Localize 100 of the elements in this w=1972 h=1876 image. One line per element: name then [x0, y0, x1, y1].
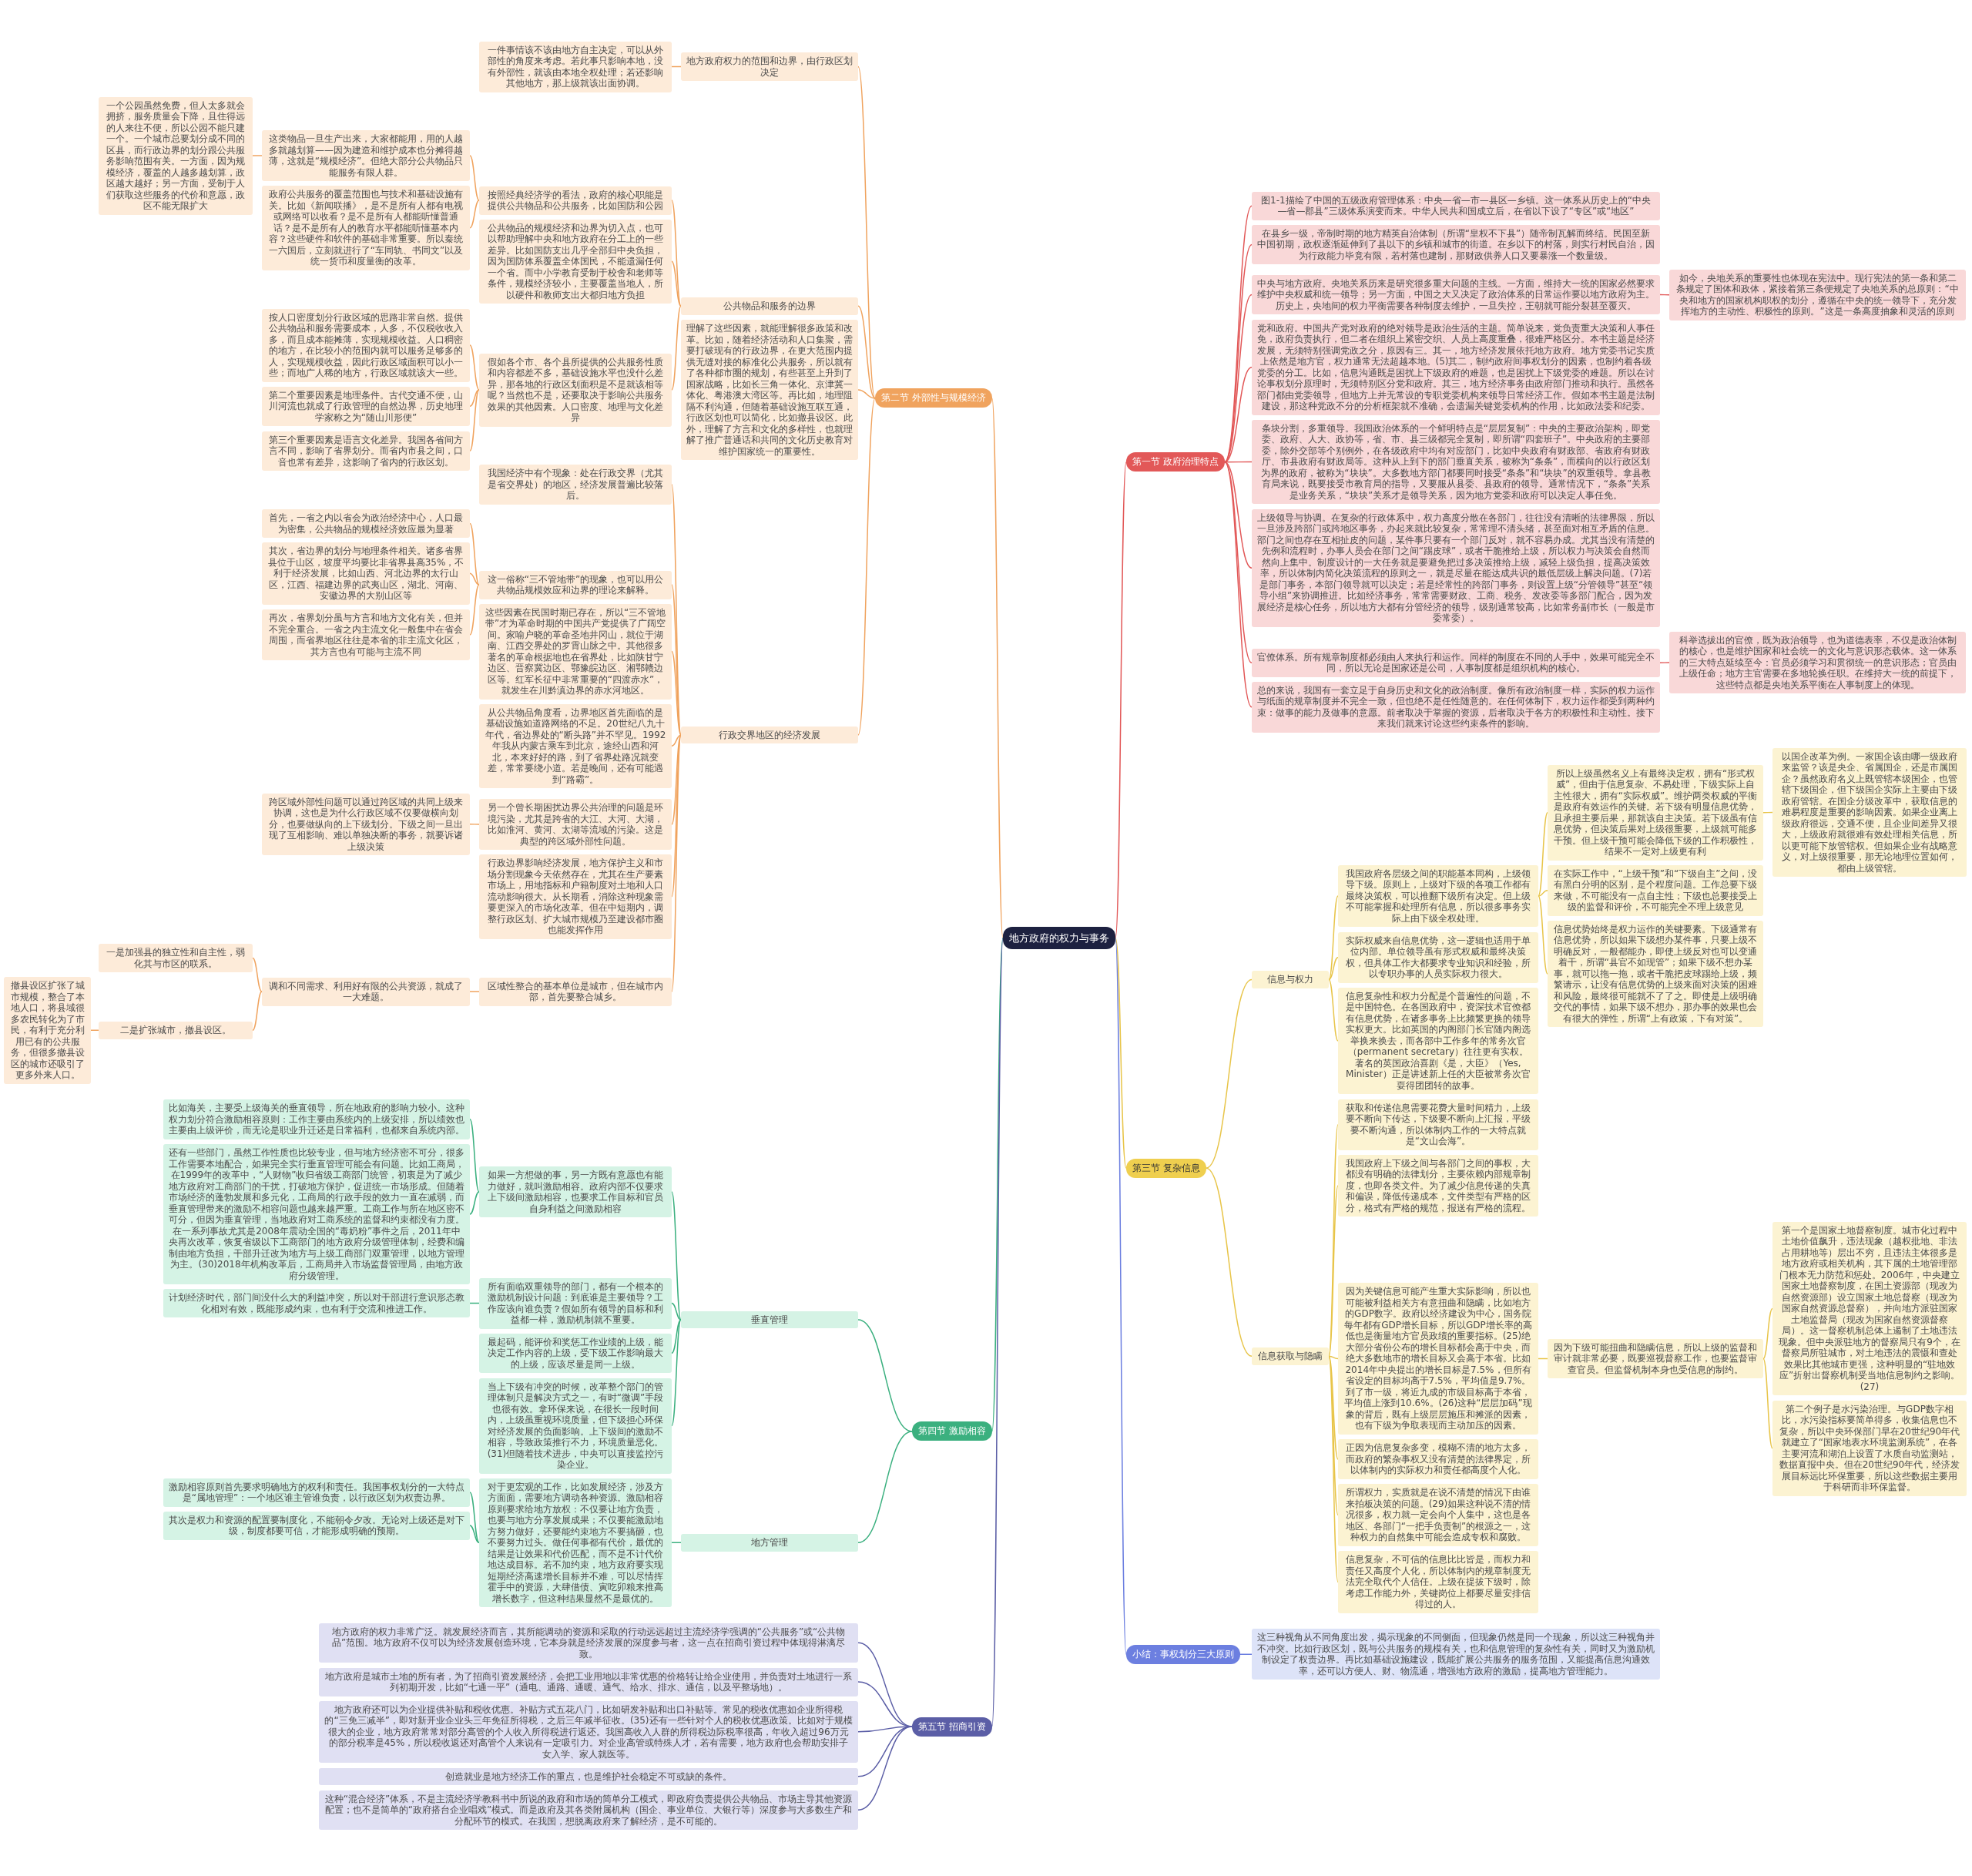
- note-box: 我国经济中有个现象：处在行政交界（尤其是省交界处）的地区，经济发展普遍比较落后。: [479, 465, 672, 505]
- note-box: 第三个重要因素是语言文化差异。我国各省间方言不同，影响了省界划分。而省内市县之间，口音也常有差异，这影响了省内的行政区划。: [262, 431, 470, 471]
- note-box: 从公共物品角度看，边界地区首先面临的是基础设施如道路网络的不足。20世纪八九十年代，省边界处的“断头路”并不罕见。1992年我从内蒙古乘车到北京，途经山西和河北，本来好好的路，到了省界处路况就变差，常常要绕小道。若是晚间，还有可能遇到“路霸”。: [479, 703, 672, 788]
- connector-line: [252, 991, 263, 1031]
- connector-line: [469, 522, 480, 586]
- note-box: 按人口密度划分行政区域的思路非常自然。提供公共物品和服务需要成本，人多，不仅税收收入多，而且成本能摊薄，实现规模收益。人口稠密的地方，在比较小的范围内就可以服务足够多的人，实现规模收益，因此行政区域面积可以小一些；而地广人稀的地方，行政区域就该大一些。: [262, 308, 470, 382]
- note-box: 在实际工作中，“上级干预”和“下级自主”之间，没有黑白分明的区别，是个程度问题。工作总要下级来做，不可能没有一点自主性；下级也总要接受上级的监督和评价，不可能完全不理上级意见: [1548, 864, 1763, 916]
- note-box: 正因为信息复杂多变，模糊不清的地方太多，而政府的繁杂事权又没有清楚的法律界定，所以体制内的实际权力和责任都高度个人化。: [1338, 1439, 1538, 1479]
- connector-line: [1762, 811, 1773, 814]
- note-box: 一是加强县的独立性和自主性，弱化其与市区的联系。: [99, 944, 253, 972]
- connector-line: [1538, 812, 1548, 897]
- note-box: 所有面临双重领导的部门，都有一个根本的激励机制设计问题：到底谁是主要领导？工作应该向谁负责？假如所有领导的目标和利益都一样，激励机制就不重要。: [479, 1277, 672, 1329]
- note-box: 当上下级有冲突的时候，改革整个部门的管理体制只是解决方式之一，有时“微调”手段也很有效。拿环保来说，在很长一段时间内，上级虽重视环境质量，但下级担心环保对经济发展的负面影响。上下级间的激励不相容，导致政策推行不力，环境质量恶化。(31)但随着技术进步，中央可以直接监控污染企业。: [479, 1378, 672, 1474]
- note-box: 获取和传递信息需要花费大量时间精力，上级要不断向下传达，下级要不断向上汇报，平级要不断沟通，所以体制内工作的一大特点就是“文山会海”。: [1338, 1099, 1538, 1150]
- connector-line: [671, 734, 682, 992]
- note-box: 信息优势始终是权力运作的关键要素。下级通常有信息优势，所以如果下级想办某件事，只要上级不明确反对，一般都能办，即使上级反对也可以变通着干，所谓“县官不如现管”；如果下级不想办某事，就可以拖一拖，或者干脆把皮球踢给上级，频繁请示，让没有信息优势的上级来面对决策的困难和风险，最终很可能就不了了之。即使是上级明确交代的事情，如果下级不想办，那办事的效果也会有很大的弹性，所谓“上有政策，下有对策”。: [1548, 920, 1763, 1028]
- connector-line: [857, 389, 876, 399]
- note-box: 在县乡一级，帝制时期的地方精英自治体制（所谓“皇权不下县”）随帝制瓦解而终结。民国至新中国初期，政权逐渐延伸到了县以下的乡镇和城市的街道。在乡以下的村落，则实行村民自治，因为行政能力毕竟有限，若村落也建制，那财政供养人口又要暴涨一个数量级。: [1252, 224, 1660, 265]
- connector-line: [671, 1191, 682, 1321]
- connector-line: [1538, 895, 1548, 975]
- subtopic-box: 公共物品和服务的边界: [681, 297, 858, 315]
- connector-line: [1206, 1167, 1253, 1357]
- subtopic-box: 地方政府权力的范围和边界，由行政区划决定: [681, 52, 858, 81]
- note-box: 第二个重要因素是地理条件。古代交通不便，山川河流也就成了行政管理的自然边界，历史地理学家称之为“随山川形便”: [262, 386, 470, 426]
- connector-line: [469, 1492, 480, 1543]
- note-box: 计划经济时代，部门间没什么大的利益冲突，所以对干部进行意识形态教化相对有效，既能形成约束，也有利于交流和推进工作。: [163, 1289, 470, 1317]
- subtopic-box: 行政交界地区的经济发展: [681, 726, 858, 744]
- connector-line: [469, 1302, 480, 1304]
- connector-line: [1659, 662, 1670, 663]
- note-box: 公共物品的规模经济和边界为切入点，也可以帮助理解中央和地方政府在分工上的一些差异。比如国防支出几乎全部归中央负担，因为国防体系覆盖全体国民，不能遗漏任何一个省。而中小学教育受制于校舍和老师等条件，规模经济较小，主要覆盖当地人，所以硬件和教师支出大都归地方负担: [479, 219, 672, 304]
- connector-line: [1328, 1185, 1339, 1357]
- note-box: 理解了这些因素，就能理解很多政策和改革。比如，随着经济活动和人口集聚，需要打破现有的行政边界，在更大范围内提供无缝对接的标准化公共服务，所以就有了各种都市圈的规划，有些甚至上升到了国家战略，比如长三角一体化、京津冀一体化、粤港澳大湾区等。再比如，地理阻隔不利沟通，但随着基础设施互联互通，行政区划也可以简化，比如撤县设区。此外，理解了方言和文化的多样性，也就理解了推广普通话和共同的文化历史教育对维护国家统一的重要性。: [681, 320, 858, 460]
- connector-line: [1762, 1357, 1773, 1449]
- connector-line: [1115, 461, 1127, 939]
- branch-topic: 第二节 外部性与规模经济: [875, 388, 992, 408]
- note-box: 另一个曾长期困扰边界公共治理的问题是环境污染，尤其是跨省的大江、大河、大湖，比如淮河、黄河、太湖等流域的污染。这是典型的跨区域外部性问题。: [479, 799, 672, 850]
- connector-line: [1224, 294, 1253, 463]
- note-box: 其次是权力和资源的配置要制度化，不能朝令夕改。无论对上级还是对下级，制度都要可信，才能形成明确的预期。: [163, 1511, 470, 1540]
- note-box: 再次，省界划分虽与方言和地方文化有关，但并不完全重合。一省之内主流文化一般集中在省会周围，而省界地区往往是本省的非主流文化区，其方言也有可能与主流不同: [262, 609, 470, 660]
- connector-line: [1115, 937, 1127, 1169]
- connector-line: [671, 734, 682, 747]
- connector-line: [1328, 1355, 1339, 1583]
- connector-line: [1224, 461, 1253, 708]
- connector-line: [671, 584, 682, 736]
- note-box: 我国政府上下级之间与各部门之间的事权，大都没有明确的法律划分，主要依赖内部规章制度，也即各类文件。为了减少信息传递的失真和偏误，降低传递成本，文件类型有严格的区分，格式有严格的规范，报送有严格的流程。: [1338, 1154, 1538, 1217]
- note-box: 比如海关，主要受上级海关的垂直领导，所在地政府的影响力较小。这种权力划分符合激励相容原则：工作主要由系统内的上级安排，所以绩效也主要由上级评价，而无论是职业升迁还是日常福利，也都来自系统内部。: [163, 1099, 470, 1139]
- subtopic-box: 信息与权力: [1252, 971, 1329, 988]
- note-box: 地方政府还可以为企业提供补贴和税收优惠。补贴方式五花八门，比如研发补贴和出口补贴等。常见的税收优惠如企业所得税的“三免三减半”，即对新开业企业头三年免征所得税，之后三年减半征收。(35)还有一些针对个人的税收优惠政策。比如对于规模很大的企业，地方政府常常对部分高管的个人收入所得税进行返还。我国高收入人群的所得税边际税率很高，年收入超过96万元的部分税率是45%，所以税收返还对高管个人来说有一定吸引力。对企业高管或特殊人才，若有需要，地方政府也会帮助安排子女入学、家人就医等。: [319, 1700, 858, 1763]
- note-box: 这三种视角从不同角度出发，揭示现象的不同侧面，但现象仍然是同一个现象，所以这三种视角并不冲突。比如行政区划，既与公共服务的规模有关，也和信息管理的复杂性有关，同时又为激励机制设定了权责边界。再比如基础设施建设，既能扩展公共服务的服务范围，又能提高信息沟通效率，还可以方便人、财、物流通，增强地方政府的激励，提高地方管理能力。: [1252, 1629, 1660, 1680]
- note-box: 首先，一省之内以省会为政治经济中心，人口最为密集，公共物品的规模经济效应最为显著: [262, 509, 470, 538]
- connector-line: [671, 734, 682, 898]
- connector-line: [469, 1119, 480, 1193]
- note-box: 跨区域外部性问题可以通过跨区域的共同上级来协调，这也是为什么行政区域不仅要做横向划分，也要做纵向的上下级划分。下级之间一旦出现了互相影响、难以单独决断的事务，就要诉诸上级决策: [262, 793, 470, 855]
- note-box: 假如各个市、各个县所提供的公共服务性质和内容都差不多，基础设施水平也没什么差异，那各地的行政区划面积是不是就该相等呢？当然也不是，还要取决于影响公共服务效果的其他因素。人口密度、地理与文化差异: [479, 353, 672, 427]
- note-box: 调和不同需求、利用好有限的公共资源，就成了一大难题。: [262, 977, 470, 1006]
- connector-line: [671, 65, 682, 68]
- note-box: 这种“混合经济”体系，不是主流经济学教科书中所说的政府和市场的简单分工模式，即政府负责提供公共物品、市场主导其他资源配置；也不是简单的“政府搭台企业唱戏”模式。而是政府及其各类附属机构（国企、事业单位、大银行等）深度参与大多数生产和分配环节的模式。在我国，想脱离政府来了解经济，是不可能的。: [319, 1790, 858, 1830]
- note-box: 上级领导与协调。在复杂的行政体系中，权力高度分散在各部门，往往没有清晰的法律界限，所以一旦涉及跨部门或跨地区事务，办起来就比较复杂，常常理不清头绪，甚至面对相互矛盾的信息。部门之间也存在互相扯皮的问题，某件事只要有一个部门反对，就不容易办成。尤其当没有清楚的先例和流程时，办事人员会在部门之间“踢皮球”，或者干脆推给上级，所以权力与决策会自然而然向上集中。制度设计的一大任务就是要避免把过多决策推给上级，减轻上级负担，提高决策效率，所以体制内简化决策流程的原则之一，就是尽量在能达成共识的最低层级上解决问题。(7)若是部门事务，本部门领导就可以决定；若是经常性的跨部门事务，则设置上级“分管领导”甚至“领导小组”来协调推进。比如经济事务，常常需要财政、工商、税务、发改委等多部门配合，因为发展经济是核心任务，所以地方大都有分管经济的领导，级别通常较高，比如常务副市长（一般是市委常委）。: [1252, 508, 1660, 627]
- note-box: 激励相容原则首先要求明确地方的权利和责任。我国事权划分的一大特点是“属地管理”：一个地区谁主管谁负责，以行政区划为权责边界。: [163, 1478, 470, 1507]
- note-box: 所以上级虽然名义上有最终决定权，拥有“形式权威”，但由于信息复杂、不易处理，下级实际上自主性很大，拥有“实际权威”。维护两类权威的平衡是政府有效运作的关键。若下级有明显信息优势，且承担主要后果，那就该自主决策。若下级虽有信息优势，但决策后果对上级很重要，上级就可能多干预。但上级干预可能会降低下级的工作积极性，结果不一定对上级更有利: [1548, 764, 1763, 861]
- connector-line: [1538, 1357, 1548, 1360]
- subtopic-box: 地方管理: [681, 1534, 858, 1552]
- note-box: 按照经典经济学的看法，政府的核心职能是提供公共物品和公共服务，比如国防和公园: [479, 186, 672, 215]
- branch-topic: 小结：事权划分三大原则: [1126, 1644, 1240, 1664]
- connector-line: [469, 991, 480, 992]
- note-box: 这一俗称“三不管地带”的现象，也可以用公共物品规模效应和边界的理论来解释。: [479, 570, 672, 599]
- note-box: 中央与地方政府。央地关系历来是研究很多重大问题的主线。一方面，维持大一统的国家必然要求维护中央权威和统一领导；另一方面，中国之大又决定了政治体系的日常运作要以地方政府为主。历史上，央地间的权力平衡需要各种制度去维护，一旦失控，王朝就可能分裂甚至覆灭。: [1252, 274, 1660, 315]
- note-box: 如果一方想做的事，另一方既有意愿也有能力做好，就叫激励相容。政府内部不仅要求上下级间激励相容，也要求工作目标和官员自身利益之间激励相容: [479, 1166, 672, 1217]
- connector-line: [469, 389, 480, 407]
- connector-line: [671, 1302, 682, 1321]
- note-box: 撤县设区扩张了城市规模，整合了本地人口，将县域很多农民转化为了市民，有利于充分利用已有的公共服务，但很多撤县设区的城市还吸引了更多外来人口。: [4, 977, 91, 1084]
- note-box: 政府公共服务的覆盖范围也与技术和基础设施有关。比如《新闻联播》，是不是所有人都有电视或网络可以收看？是不是所有人都能听懂普通话？是不是所有人的教育水平都能听懂基本内容？这些硬件和软件的基础非常重要。所以秦统一六国后，立刻就进行了“车同轨、书同文”以及统一货币和度量衡的改革。: [262, 186, 470, 270]
- note-box: 如今，央地关系的重要性也体现在宪法中。现行宪法的第一条和第二条规定了国体和政体，紧接着第三条便规定了央地关系的总原则：“中央和地方的国家机构职权的划分，遵循在中央的统一领导下，充分发挥地方的主动性、积极性的原则。”这是一条高度抽象和灵活的原则: [1669, 269, 1966, 320]
- note-box: 因为关键信息可能产生重大实际影响，所以也可能被利益相关方有意扭曲和隐瞒，比如地方的GDP数字。政府以经济建设为中心，国务院每年都有GDP增长目标，所以GDP增长率的高低也是衡量地方官员政绩的重要指标。(25)绝大部分省份公布的增长目标都会高于中央，而绝大多数地市的增长目标又会高于本省。比如2014年中央提出的增长目标是7.5%，但所有省设定的目标均高于7.5%，平均值是9.7%。到了市一级，将近九成的市级目标高于本省，平均值上涨到10.6%。(26)这种“层层加码”现象的背后，既有上级层层施压和摊派的因素，也有下级为争取表现而主动加压的因素。: [1338, 1283, 1538, 1435]
- connector-line: [671, 1319, 682, 1427]
- connector-line: [1762, 1307, 1773, 1360]
- note-box: 信息复杂，不可信的信息比比皆是，而权力和责任又高度个人化，所以体制内的规章制度无法完全取代个人信任。上级在提拔下级时，除考虑工作能力外，关键岗位上都要尽量安排信得过的人。: [1338, 1551, 1538, 1613]
- connector-line: [1224, 461, 1253, 569]
- branch-topic: 第一节 政府治理特点: [1126, 452, 1225, 472]
- note-box: 区域性整合的基本单位是城市，但在城市内部，首先要整合城乡。: [479, 977, 672, 1006]
- note-box: 地方政府的权力非常广泛。就发展经济而言，其所能调动的资源和采取的行动远远超过主流经济学强调的“公共服务”或“公共物品”范围。地方政府不仅可以为经济发展创造环境，它本身就是经济发展的深度参与者，这一点在招商引资过程中体现得淋漓尽致。: [319, 1623, 858, 1663]
- note-box: 对于更宏观的工作，比如发展经济，涉及方方面面，需要地方调动各种资源。激励相容原则要求给地方放权：不仅要让地方负责，也要与地方分享发展成果；不仅要能激励地方努力做好，还要能约束地方不要搞砸，也不要努力过头。做任何事都有代价，最优的结果是让效果和代价匹配，而不是不计代价地达成目标。若不加约束，地方政府要实现短期经济高速增长目标并不难，可以尽情挥霍手中的资源，大肆借债、寅吃卯粮来推高增长数字，但这种结果显然不是最优的。: [479, 1478, 672, 1607]
- branch-topic: 第四节 激励相容: [912, 1421, 992, 1441]
- connector-line: [857, 1431, 913, 1543]
- note-box: 一件事情该不该由地方自主决定，可以从外部性的角度来考虑。若此事只影响本地，没有外部性，就该由本地全权处理；若还影响其他地方，那上级就该出面协调。: [479, 41, 672, 92]
- connector-line: [1328, 978, 1339, 1042]
- connector-line: [252, 155, 263, 156]
- connector-line: [671, 260, 682, 307]
- note-box: 党和政府。中国共产党对政府的绝对领导是政治生活的主题。简单说来，党负责重大决策和人事任免，政府负责执行，但二者在组织上紧密交织、人员上高度重叠，很难严格区分。本书主题是经济发展，无须特别强调党政之分，原因有三。其一，地方经济发展依托地方政府。地方党委书记实质上依然是地方官，权力通常无法超越本地。(5)其二，制约政府间事权划分的因素，也制约着各级党委的分工。比如，信息沟通既是困扰上下级政府的难题，也是困扰上下级党委的难题。所以在讨论事权划分原理时，无须特别区分党和政府。其三，地方经济事务由政府部门推动和执行。虽然各部门都由党委领导，但地方上并无常设的专职党委机构来领导日常经济工作。假如本书主题是法制建设，那这种党政不分的分析框架就不准确，会遗漏关键党委机构的作用，比如政法委和纪委。: [1252, 319, 1660, 415]
- note-box: 实际权威来自信息优势，这一逻辑也适用于单位内部。单位领导虽有形式权威和最终决策权，但具体工作大都要求专业知识和经验，所以专职办事的人员实际权力很大。: [1338, 931, 1538, 983]
- note-box: 科举选拔出的官僚，既为政治领导，也为道德表率，不仅是政治体制的核心，也是维护国家和社会统一的文化与意识形态载体。这一体系的三大特点延续至今：官员必须学习和贯彻统一的意识形态；官员由上级任命；地方主官需要在多地轮换任职。在维持大一统的前提下，这些特点都是央地关系平衡在人事制度上的体现。: [1669, 631, 1966, 694]
- note-box: 官僚体系。所有规章制度都必须由人来执行和运作。同样的制度在不同的人手中，效果可能完全不同，所以无论是国家还是公司，人事制度都是组织机构的核心。: [1252, 648, 1660, 677]
- note-box: 图1-1描绘了中国的五级政府管理体系：中央—省—市—县区—乡镇。这一体系从历史上的“中央—省—郡县”三级体系演变而来。中华人民共和国成立后，在省以下设了“专区”或“地区”: [1252, 191, 1660, 220]
- note-box: 地方政府是城市土地的所有者，为了招商引资发展经济，会把工业用地以非常优惠的价格转让给企业使用，并负责对土地进行一系列初期开发，比如“七通一平”（通电、通路、通暖、通气、给水、排水、通信，以及平整场地）。: [319, 1667, 858, 1696]
- connector-line: [1328, 1355, 1339, 1516]
- connector-line: [991, 937, 1004, 1727]
- note-box: 因为下级可能扭曲和隐瞒信息，所以上级的监督和审计就非常必要，既要巡视督察工作，也要监督审查官员。但监督机制本身也受信息的制约。: [1548, 1338, 1763, 1379]
- note-box: 一个公园虽然免费，但人太多就会拥挤，服务质量会下降，且住得远的人来往不便，所以公园不能只建一个。一个城市总要划分成不同的区县，而行政边界的划分跟公共服务影响范围有关。一方面，因为规模经济，覆盖的人越多越划算，政区越大越好；另一方面，受制于人们获取这些服务的代价和意愿，政区不能无限扩大: [99, 96, 253, 215]
- connector-line: [991, 937, 1004, 1432]
- connector-line: [671, 1319, 682, 1354]
